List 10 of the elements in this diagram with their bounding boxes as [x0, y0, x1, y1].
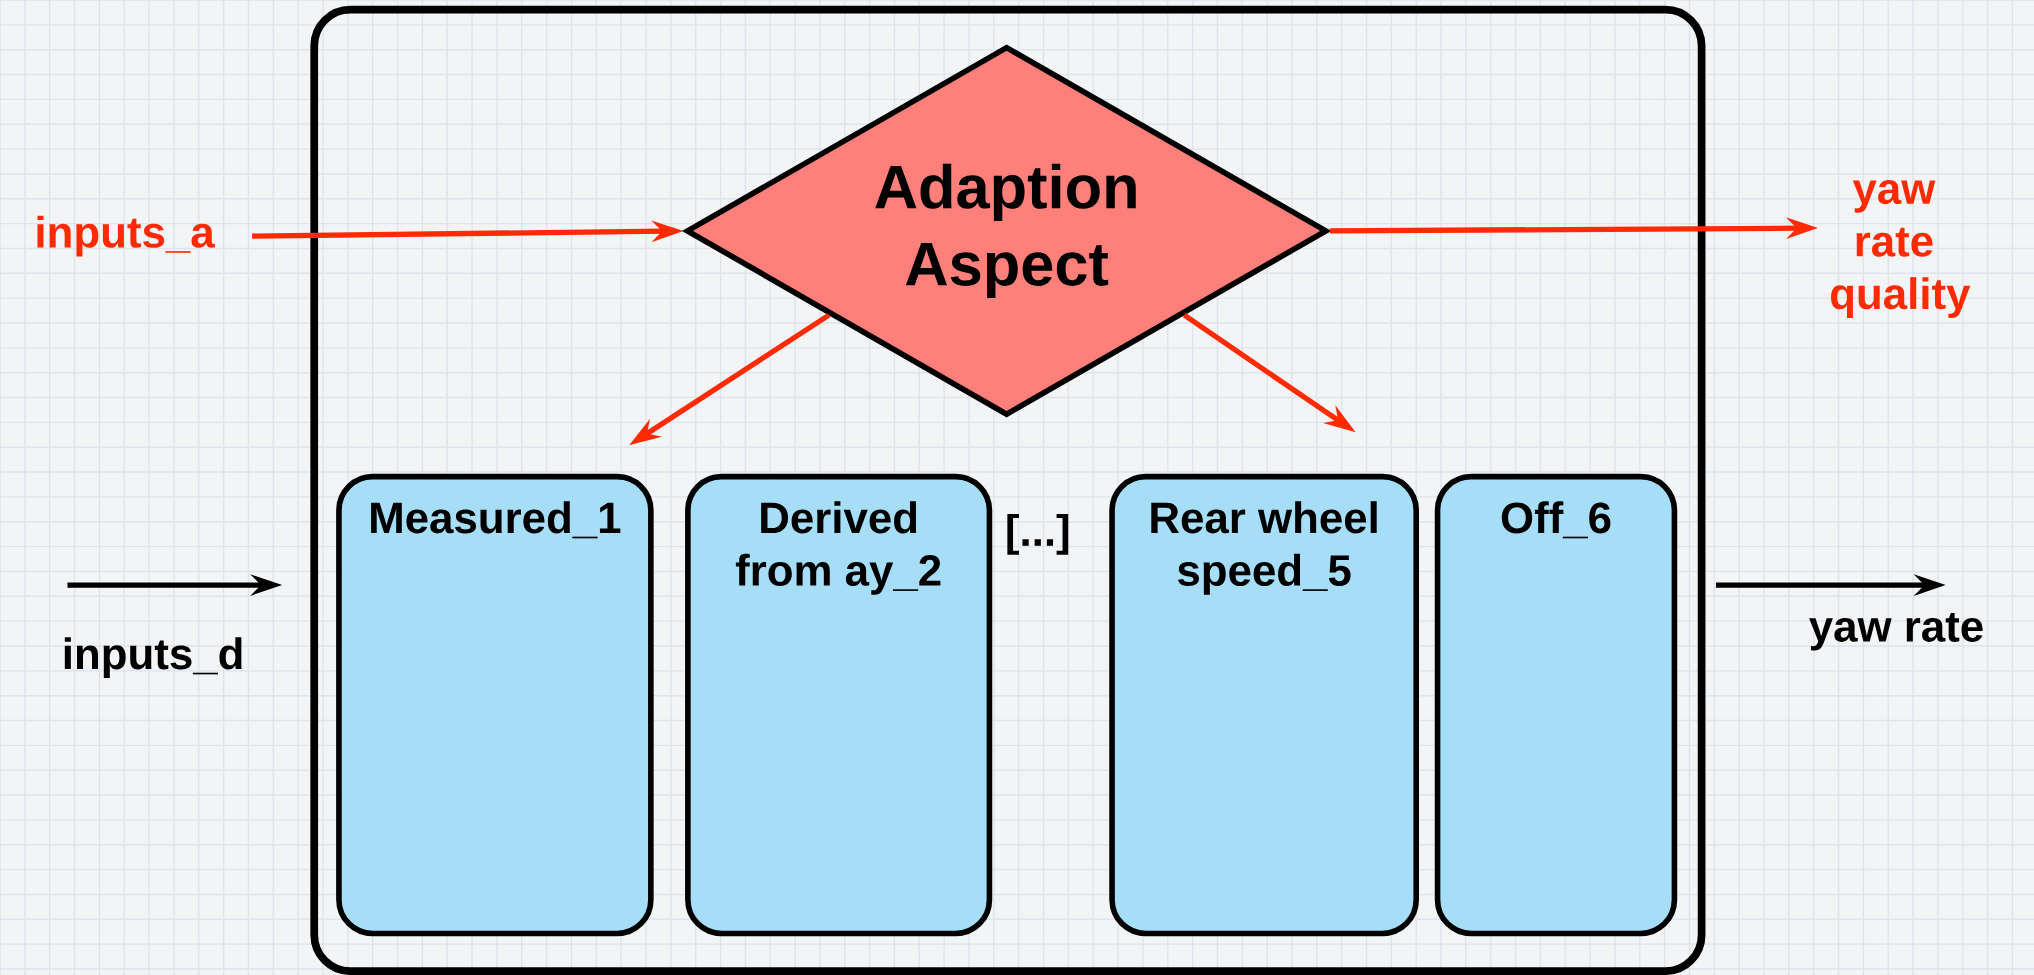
process-box: Derived from ay_2 — [685, 473, 993, 936]
text-label: yaw rate quality — [1831, 179, 1971, 318]
edge-label: yaw rate — [1809, 612, 1983, 651]
frame-box — [310, 5, 1706, 975]
process-box: Measured_1 — [336, 473, 654, 936]
ellipsis-label: [...] — [1007, 513, 1069, 555]
process-box: Off_6 — [1434, 473, 1678, 936]
edge-label: inputs_d — [64, 637, 242, 678]
text-label: inputs_a — [37, 215, 215, 257]
process-box: Rear wheel speed_5 — [1109, 473, 1419, 936]
